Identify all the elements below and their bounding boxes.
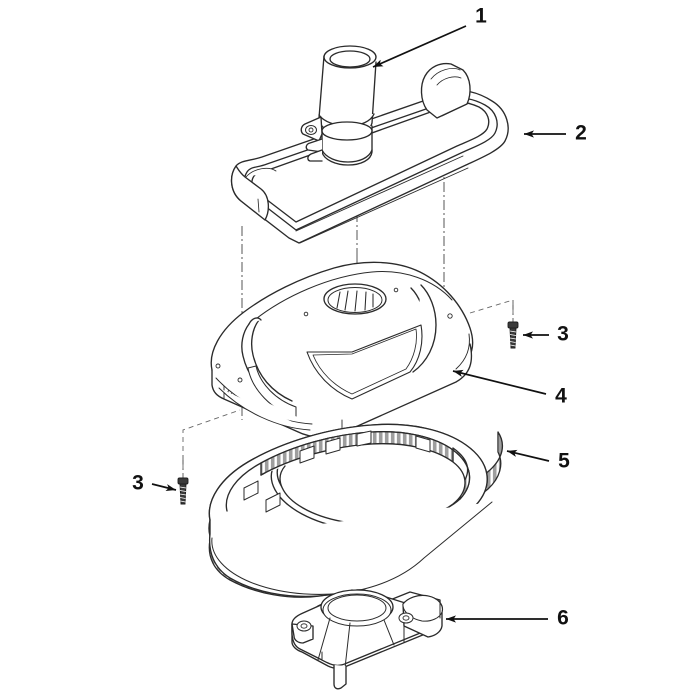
cover-rib-arc-b [218, 387, 311, 431]
part-air-cleaner-housing-cover[interactable] [210, 261, 474, 438]
callout-label-1: 1 [475, 5, 487, 28]
bezel-lobe-left-edge [245, 167, 277, 178]
bezel-lobe-right-seam [441, 102, 470, 117]
cover-boss-dimple-d [237, 377, 243, 383]
cover-latch-strap-left-cap [248, 317, 262, 325]
base-rib-left [317, 617, 331, 661]
callout-leader-1 [372, 25, 467, 68]
filter-bottom-edge [211, 501, 493, 595]
base-port-inner [327, 594, 387, 622]
neck-fork-tab-upper [305, 138, 323, 153]
cover-boss-dimple-b [393, 287, 399, 293]
bezel-groove-a [299, 167, 469, 244]
cover-port-ribs [336, 290, 374, 312]
screw-head-lower [177, 477, 189, 485]
part-screw-upper-right[interactable] [507, 321, 519, 349]
neck-collar-bottom [321, 149, 373, 163]
part-inlet-neck-adapter[interactable] [300, 45, 377, 166]
base-rib-right [383, 619, 395, 646]
bezel-groove-b [295, 155, 464, 232]
part-screw-lower-left[interactable] [177, 477, 189, 505]
neck-clamp-hole [308, 127, 314, 133]
neck-fork-tab-lower [307, 149, 323, 162]
cover-boss-dimple-a [303, 311, 309, 317]
base-rib-center [344, 622, 351, 669]
cover-latch-strap-left-2 [251, 319, 293, 402]
callout-label-4: 4 [555, 385, 567, 408]
callout-leader-3b [151, 483, 177, 492]
bezel-lobe-right-fold2 [436, 76, 462, 86]
cover-boss-dimple-c [447, 313, 453, 319]
screw-threads-lower [179, 486, 187, 503]
cover-recess-center-inner [312, 328, 417, 395]
bezel-lobe-right-fold [430, 68, 461, 80]
cover-port-inner-ring [327, 287, 383, 313]
callout-leader-5 [506, 449, 550, 462]
bracket-left [182, 409, 241, 478]
part-air-filter-element[interactable] [208, 423, 504, 598]
callout-group [151, 25, 566, 623]
base-left-ear-hole-inner [300, 623, 308, 629]
part-filter-base-mount[interactable] [291, 589, 444, 690]
callout-label-2: 2 [575, 122, 587, 145]
alignment-brackets [182, 299, 514, 478]
callout-label-3-lower: 3 [132, 472, 144, 495]
bezel-lobe-left [230, 165, 269, 221]
screw-head-upper [507, 321, 519, 329]
callout-label-3-upper: 3 [557, 323, 569, 346]
base-notch-left [321, 651, 329, 664]
callout-leader-4 [452, 369, 547, 395]
base-bottom-tail [333, 664, 347, 690]
cover-rear-edge [455, 333, 470, 370]
callout-labels: 1 2 3 4 3 5 6 [132, 5, 587, 630]
screw-threads-upper [509, 330, 517, 347]
cover-boss-dimple-e [215, 363, 221, 369]
callout-label-5: 5 [558, 450, 570, 473]
neck-top-inner [329, 50, 371, 68]
base-right-ear-hole-inner [402, 615, 410, 621]
neck-collar-top-ellipse [321, 121, 373, 141]
part-cover-frame-bezel[interactable] [230, 62, 509, 244]
filter-rim-tabs [243, 430, 431, 513]
bezel-lobe-left-tick [257, 198, 260, 213]
callout-label-6: 6 [557, 607, 569, 630]
